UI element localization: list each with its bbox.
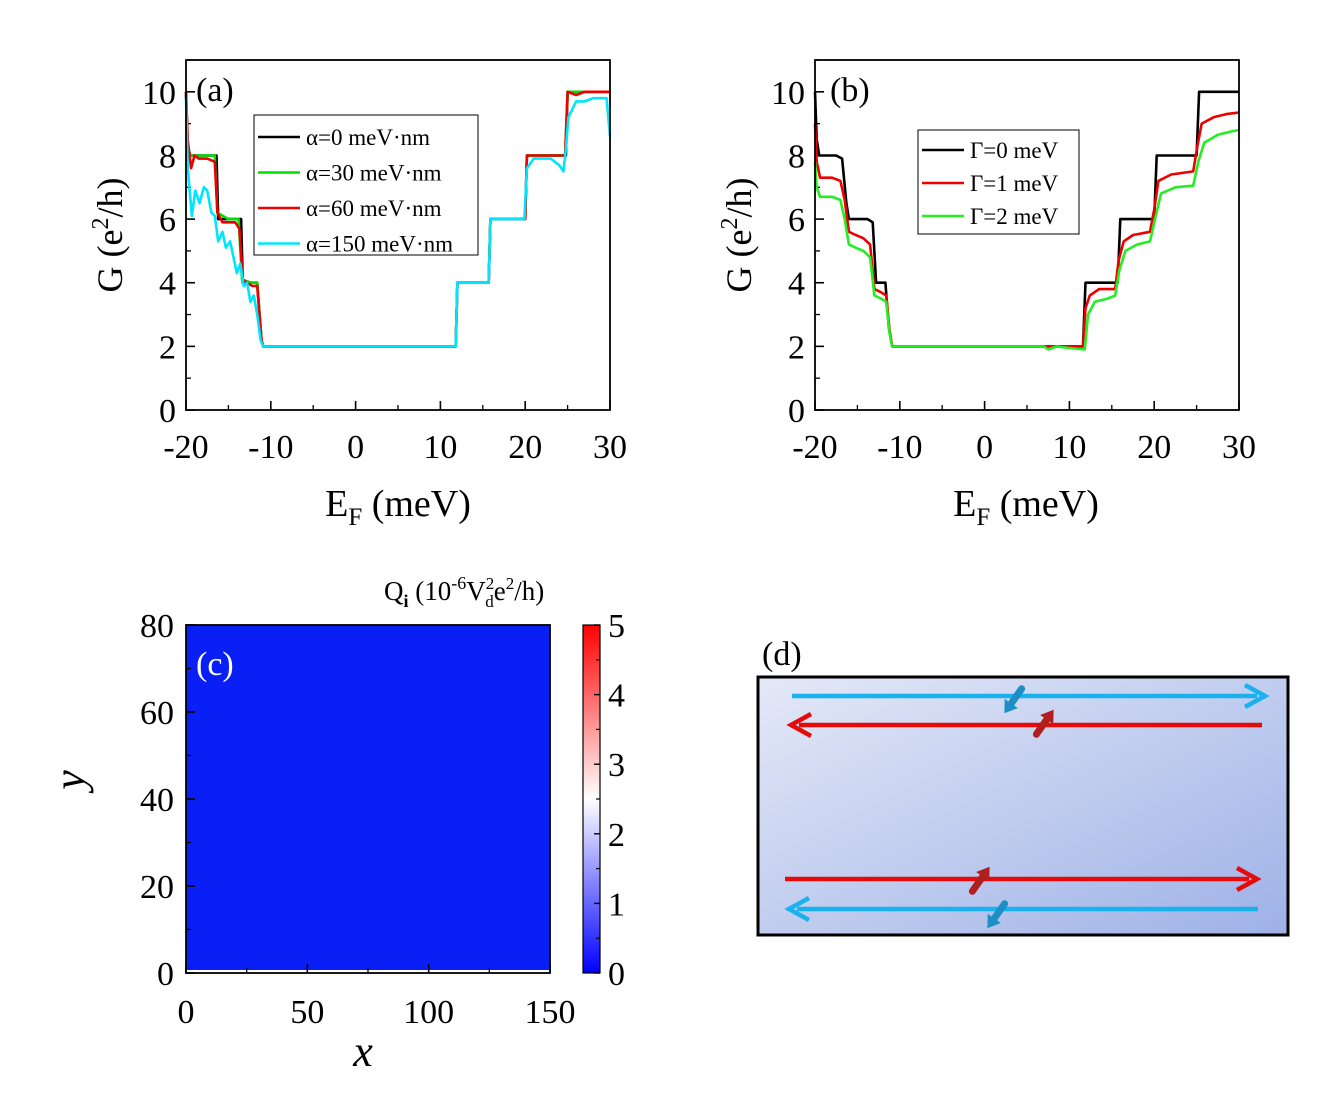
colorbar-tick-label: 4 — [608, 678, 625, 715]
legend-label: Γ=2 meV — [970, 204, 1059, 229]
x-tick-label: 0 — [976, 429, 993, 466]
panel-a-frame — [185, 59, 611, 411]
x-tick-label: 150 — [525, 994, 576, 1031]
colorbar-tick-label: 5 — [608, 608, 625, 645]
panel-a-lines — [184, 90, 612, 348]
y-tick-label: 0 — [788, 393, 805, 430]
panel-c-ylabel: y — [45, 770, 94, 794]
spin-up-bottom-head — [976, 866, 990, 882]
panel-c-frame — [185, 624, 551, 974]
panel-b-ticks — [814, 59, 1240, 411]
x-tick-label: 50 — [290, 994, 324, 1031]
legend-label: α=150 meV·nm — [306, 232, 453, 257]
panel-c-label: (c) — [196, 646, 234, 683]
panel-c-heatmap: 0 50 100 150 0 20 40 60 80 (c) x y 0 1 2 3 4 5 Qi (10… — [45, 573, 625, 1076]
x-tick-label: -20 — [792, 429, 837, 466]
x-tick-label: -10 — [248, 429, 293, 466]
x-tick-label: 30 — [1222, 429, 1256, 466]
y-tick-label: 0 — [157, 956, 174, 993]
x-tick-label: 10 — [423, 429, 457, 466]
colorbar-tick-label: 0 — [608, 956, 625, 993]
series-line-4 — [184, 96, 612, 348]
y-tick-label: 2 — [788, 329, 805, 366]
top-red-edge-arrow-head — [786, 712, 813, 738]
y-tick-label: 6 — [788, 202, 805, 239]
panel-b-frame — [814, 59, 1240, 411]
y-tick-label: 60 — [140, 695, 174, 732]
panel-a-xlabel: EF (meV) — [325, 483, 471, 531]
top-blue-edge-arrow-head — [1243, 683, 1270, 709]
panel-b-tick-labels: -20 -10 0 10 20 30 0 2 4 6 8 10 — [771, 75, 1256, 466]
spin-up-top-head — [1040, 709, 1054, 725]
series-line-3 — [813, 128, 1240, 351]
spin-down-top-head — [1004, 698, 1018, 714]
legend-label: Γ=0 meV — [970, 138, 1059, 163]
series-line-2 — [813, 111, 1240, 348]
panel-b-legend: Γ=0 meV Γ=1 meV Γ=2 meV — [917, 129, 1080, 235]
panel-a-legend: α=0 meV·nm α=30 meV·nm α=60 meV·nm α=150 me… — [253, 114, 479, 257]
panel-c-xlabel: x — [352, 1027, 373, 1076]
edge-state-arrows — [784, 683, 1270, 929]
bottom-blue-edge-arrow-head — [784, 896, 811, 922]
y-tick-label: 8 — [788, 138, 805, 175]
y-tick-label: 0 — [159, 393, 176, 430]
panel-a-tick-labels: -20 -10 0 10 20 30 0 2 4 6 8 10 — [142, 75, 627, 466]
panel-b-chart: -20 -10 0 10 20 30 0 2 4 6 8 10 (b) EF (meV) G (e2/… — [717, 59, 1256, 531]
colorbar-tick-label: 1 — [608, 886, 625, 923]
panel-b-label: (b) — [830, 72, 870, 109]
legend-label: Γ=1 meV — [970, 171, 1059, 196]
panel-c-tick-labels: 0 50 100 150 0 20 40 60 80 — [140, 608, 576, 1031]
series-line-3 — [184, 90, 610, 348]
x-tick-label: 100 — [403, 994, 454, 1031]
x-tick-label: 0 — [347, 429, 364, 466]
colorbar-ticks: 0 1 2 3 4 5 — [594, 608, 625, 993]
x-tick-label: -20 — [163, 429, 208, 466]
panel-b-ylabel: G (e2/h) — [717, 178, 759, 293]
heatmap-field — [186, 625, 550, 970]
y-tick-label: 10 — [142, 75, 176, 112]
colorbar-tick-label: 3 — [608, 747, 625, 784]
schematic-box — [756, 675, 1290, 937]
panel-b-lines — [813, 90, 1240, 351]
spin-down-bottom-head — [987, 913, 1001, 929]
y-tick-label: 4 — [159, 266, 176, 303]
y-tick-label: 80 — [140, 608, 174, 645]
panel-a-ylabel: G (e2/h) — [88, 178, 130, 293]
x-tick-label: 0 — [178, 994, 195, 1031]
x-tick-label: 30 — [593, 429, 627, 466]
colorbar-tick-label: 2 — [608, 817, 625, 854]
y-tick-label: 8 — [159, 138, 176, 175]
panel-a-chart: -20 -10 0 10 20 30 0 2 4 6 8 10 (a) EF (meV) G (e2/… — [88, 59, 627, 531]
y-tick-label: 4 — [788, 266, 805, 303]
y-tick-label: 40 — [140, 782, 174, 819]
legend-label: α=0 meV·nm — [306, 125, 430, 150]
x-tick-label: -10 — [877, 429, 922, 466]
x-tick-label: 10 — [1052, 429, 1086, 466]
y-tick-label: 20 — [140, 869, 174, 906]
x-tick-label: 20 — [508, 429, 542, 466]
panel-d-schematic: (d) — [756, 636, 1290, 937]
bottom-red-edge-arrow-head — [1235, 866, 1262, 892]
panel-a-legend-box — [253, 114, 479, 256]
legend-label: α=60 meV·nm — [306, 196, 442, 221]
y-tick-label: 6 — [159, 202, 176, 239]
x-tick-label: 20 — [1137, 429, 1171, 466]
panel-d-label: (d) — [762, 636, 802, 673]
y-tick-label: 10 — [771, 75, 805, 112]
y-tick-label: 2 — [159, 329, 176, 366]
panel-b-xlabel: EF (meV) — [953, 483, 1099, 531]
legend-label: α=30 meV·nm — [306, 161, 442, 186]
panel-a-label: (a) — [196, 72, 234, 109]
